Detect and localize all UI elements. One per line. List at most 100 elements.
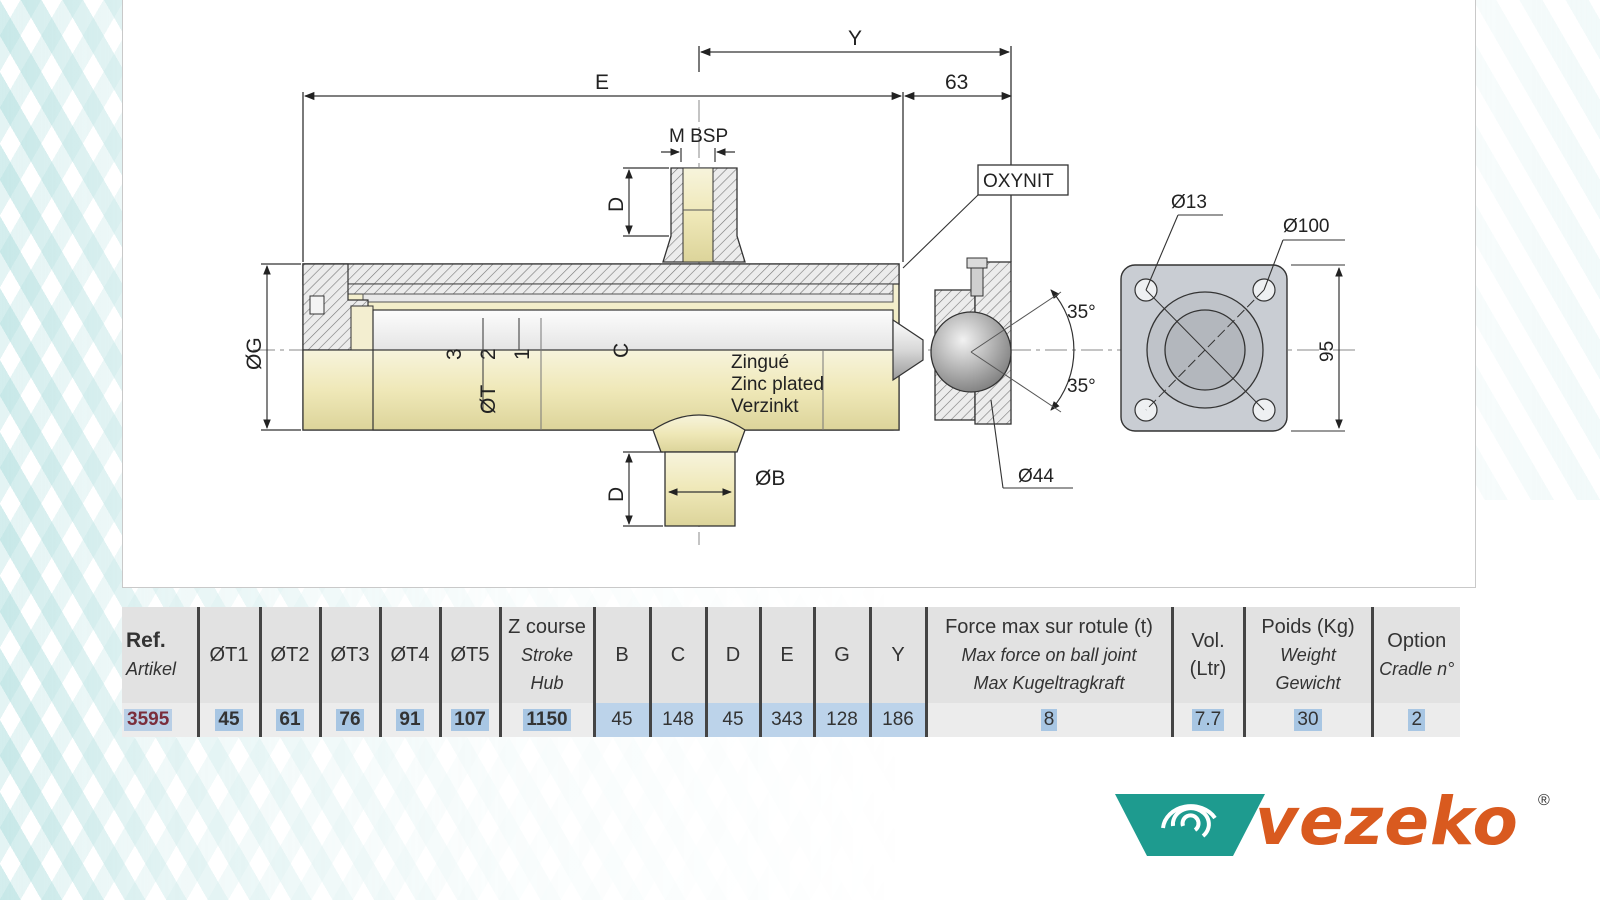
cylinder-body: 3 2 1 ØT C Zingué Zinc plated Verzinkt (302, 263, 900, 431)
header-stroke-main: Z course (508, 616, 586, 638)
dimension-E: E (302, 71, 904, 262)
cell-y: 186 (868, 703, 926, 737)
header-option-sub: Cradle n° (1379, 659, 1455, 679)
cell-stroke-value: 1150 (523, 709, 571, 731)
label-stage-2: 2 (477, 348, 500, 360)
header-weight: Poids (Kg) Weight Gewicht (1242, 607, 1372, 703)
cell-option-value: 2 (1408, 709, 1426, 731)
header-force: Force max sur rotule (t) Max force on ba… (924, 607, 1172, 703)
oil-port-top: M BSP (661, 126, 746, 263)
label-hole-dia: Ø13 (1171, 192, 1207, 213)
cell-t2-value: 61 (276, 709, 304, 731)
cell-t5: 107 (438, 703, 500, 737)
header-weight-en: Weight (1280, 645, 1336, 665)
cell-force-value: 8 (1040, 709, 1058, 731)
cell-b: 45 (592, 703, 650, 737)
header-b: B (592, 607, 650, 703)
dimension-G: ØG (243, 263, 301, 431)
cell-g: 128 (812, 703, 870, 737)
cell-t1: 45 (196, 703, 260, 737)
table-row: 3595 45 61 76 91 107 1150 45 148 45 343 … (122, 703, 1460, 737)
header-stroke: Z course Stroke Hub (498, 607, 594, 703)
registered-mark: ® (1538, 792, 1550, 809)
cell-weight: 30 (1242, 703, 1372, 737)
logo-emblem (1115, 794, 1265, 856)
cell-vol-value: 7.7 (1191, 709, 1225, 731)
cell-ref: 3595 (122, 703, 198, 737)
cell-d: 45 (704, 703, 760, 737)
brand-name: vezeko (1255, 783, 1519, 860)
cell-ref-value: 3595 (124, 709, 173, 731)
cell-t5-value: 107 (451, 709, 489, 731)
header-option: Option Cradle n° (1370, 607, 1460, 703)
header-ref: Ref. Artikel (122, 607, 198, 703)
dimension-63: 63 (903, 46, 1013, 262)
table-header-row: Ref. Artikel ØT1 ØT2 ØT3 ØT4 ØT5 Z cours… (122, 607, 1460, 703)
label-finish-de: Verzinkt (731, 396, 799, 417)
label-B: ØB (755, 467, 785, 490)
label-C: C (610, 343, 633, 358)
header-e: E (758, 607, 814, 703)
label-oxynit: OXYNIT (983, 171, 1054, 192)
dimension-Y: Y (698, 27, 1011, 72)
ball-joint: OXYNIT 35° 35° Ø44 (892, 164, 1096, 489)
logo-swirl-icon (1161, 804, 1217, 838)
label-T: ØT (477, 385, 500, 414)
label-ball-dia: Ø44 (1018, 466, 1054, 487)
header-force-main: Force max sur rotule (t) (945, 616, 1153, 638)
header-weight-de: Gewicht (1275, 673, 1341, 693)
cell-e: 343 (758, 703, 814, 737)
specification-table: Ref. Artikel ØT1 ØT2 ØT3 ØT4 ØT5 Z cours… (122, 607, 1460, 737)
label-pcd-dia: Ø100 (1283, 216, 1329, 237)
label-E: E (595, 71, 609, 94)
label-Y: Y (848, 27, 862, 50)
label-stage-3: 3 (443, 348, 466, 360)
header-option-main: Option (1387, 630, 1447, 652)
header-t2: ØT2 (258, 607, 320, 703)
technical-drawing-panel: E 63 Y M BSP (122, 0, 1476, 588)
cell-t4: 91 (378, 703, 440, 737)
cell-option: 2 (1370, 703, 1460, 737)
cell-force: 8 (924, 703, 1172, 737)
flange-plate: Ø13 Ø100 95 (1120, 192, 1345, 432)
header-vol: Vol. (Ltr) (1170, 607, 1244, 703)
header-g: G (812, 607, 870, 703)
cell-weight-value: 30 (1294, 709, 1322, 731)
label-stage-1: 1 (511, 348, 534, 360)
header-d: D (704, 607, 760, 703)
header-force-en: Max force on ball joint (961, 645, 1137, 665)
label-D-bottom: D (605, 487, 628, 502)
label-angle-top: 35° (1067, 302, 1096, 323)
vezeko-logo (1115, 794, 1265, 856)
header-t1: ØT1 (196, 607, 260, 703)
header-t3: ØT3 (318, 607, 380, 703)
cell-t3-value: 76 (336, 709, 364, 731)
header-ref-sub: Artikel (126, 659, 177, 679)
label-G: ØG (243, 337, 266, 370)
header-weight-main: Poids (Kg) (1261, 616, 1355, 638)
header-t4: ØT4 (378, 607, 440, 703)
cell-c: 148 (648, 703, 706, 737)
label-D-top: D (605, 197, 628, 212)
cell-t2: 61 (258, 703, 320, 737)
header-y: Y (868, 607, 926, 703)
cylinder-drawing: E 63 Y M BSP (243, 27, 1358, 545)
cell-t1-value: 45 (215, 709, 243, 731)
header-stroke-en: Stroke (520, 645, 574, 665)
label-angle-bottom: 35° (1067, 376, 1096, 397)
header-t5: ØT5 (438, 607, 500, 703)
dimension-D-top: D (605, 167, 669, 237)
label-finish-en: Zinc plated (731, 374, 824, 395)
header-vol-sub: (Ltr) (1189, 658, 1227, 680)
header-c: C (648, 607, 706, 703)
label-port-thread: M BSP (669, 126, 728, 147)
label-finish-fr: Zingué (731, 352, 789, 373)
header-vol-main: Vol. (1191, 630, 1225, 652)
header-stroke-de: Hub (530, 673, 564, 693)
header-ref-main: Ref. (126, 629, 166, 652)
header-force-de: Max Kugeltragkraft (973, 673, 1125, 693)
cell-t4-value: 91 (396, 709, 424, 731)
cell-t3: 76 (318, 703, 380, 737)
cell-stroke: 1150 (498, 703, 594, 737)
label-flange-size: 95 (1317, 341, 1338, 362)
